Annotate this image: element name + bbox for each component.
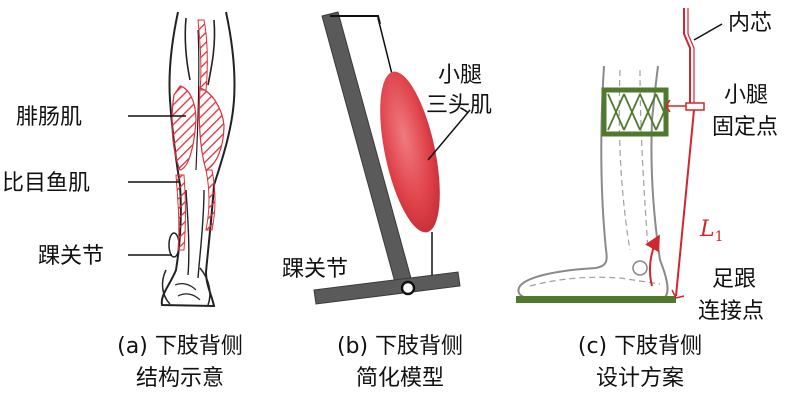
caption-b-line2: 简化模型 bbox=[356, 366, 444, 391]
label-gastrocnemius: 腓肠肌 bbox=[16, 105, 82, 130]
label-soleus: 比目鱼肌 bbox=[2, 171, 90, 196]
label-calf-fix-line1: 小腿 bbox=[724, 83, 768, 108]
label-ankle-a: 踝关节 bbox=[38, 244, 104, 269]
caption-c-line1: (c) 下肢背侧 bbox=[578, 334, 702, 359]
label-length-symbol: L1 bbox=[699, 217, 724, 245]
leader-triceps bbox=[427, 109, 471, 161]
leader-core bbox=[693, 23, 723, 41]
caption-b-line1: (b) 下肢背侧 bbox=[337, 334, 463, 359]
caption-a-line1: (a) 下肢背侧 bbox=[117, 334, 243, 359]
label-heel-line1: 足跟 bbox=[712, 267, 756, 292]
caption-a-line2: 结构示意 bbox=[136, 366, 224, 391]
label-calf-fix-line2: 固定点 bbox=[712, 115, 778, 140]
panel-a-leg-sketch bbox=[160, 11, 236, 308]
label-ankle-b: 踝关节 bbox=[282, 257, 348, 282]
panel-b-model bbox=[313, 11, 461, 305]
label-core: 内芯 bbox=[728, 11, 772, 36]
label-heel-line2: 连接点 bbox=[698, 299, 764, 324]
caption-c-line2: 设计方案 bbox=[596, 366, 684, 391]
label-triceps-line1: 小腿 bbox=[438, 63, 482, 88]
label-triceps-line2: 三头肌 bbox=[426, 93, 492, 118]
panel-c-design bbox=[516, 8, 705, 303]
